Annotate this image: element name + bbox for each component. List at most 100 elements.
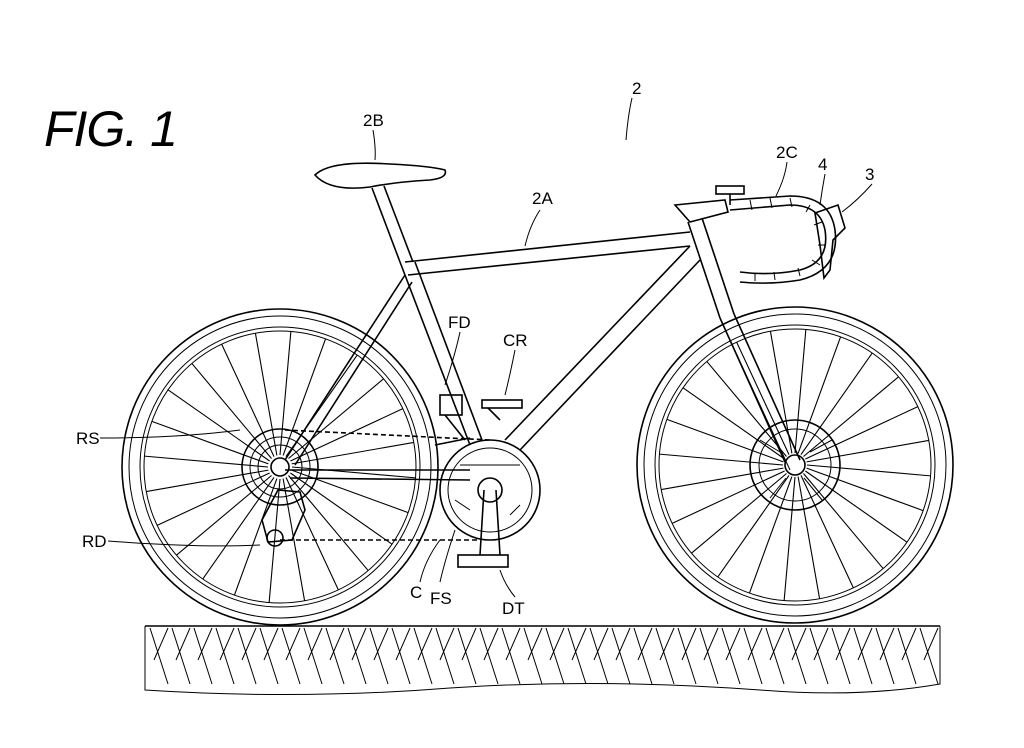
wheel-spoke <box>801 353 872 455</box>
ground-hatch <box>436 628 454 684</box>
label-crank: CR <box>503 331 528 350</box>
wheel-spoke <box>667 419 784 461</box>
ground-hatch <box>920 628 938 684</box>
wheel-spoke <box>292 467 416 478</box>
wheel-spoke <box>795 329 806 453</box>
label-rear-sprockets: RS <box>76 429 100 448</box>
wheel-spoke <box>290 473 392 544</box>
ground-hatch <box>304 628 322 684</box>
wheel-spoke <box>290 409 402 461</box>
handlebar <box>730 196 845 283</box>
label-front-sprockets: FS <box>430 589 452 608</box>
label-saddle: 2B <box>363 111 384 130</box>
ground-hatch <box>524 628 542 684</box>
wheel-spoke <box>146 470 268 491</box>
wheel-spoke <box>280 331 291 455</box>
wheel-spoke <box>798 477 819 599</box>
label-front-derailleur: FD <box>448 313 471 332</box>
wheel-spoke <box>292 442 414 463</box>
wheel-spoke <box>203 477 274 579</box>
ground-hatch <box>502 628 520 684</box>
wheel-spoke <box>798 337 840 454</box>
ground-hatch <box>678 628 696 684</box>
wheel-spoke <box>803 473 883 568</box>
ground-hatch <box>656 628 674 684</box>
rear-sprockets <box>242 429 318 505</box>
ground-hatch <box>788 628 806 684</box>
ground-hatch <box>766 628 784 684</box>
wheel-spoke <box>168 390 270 461</box>
label-handlebar: 2C <box>776 143 798 162</box>
crank <box>458 400 522 567</box>
ground-hatch <box>898 628 916 684</box>
ground-hatch <box>458 628 476 684</box>
wheel-spoke <box>286 477 338 589</box>
wheel-spoke <box>803 377 898 457</box>
wheel-spoke <box>801 475 853 587</box>
wheel-spoke <box>222 344 274 456</box>
ground-hatch <box>480 628 498 684</box>
ground-hatch <box>546 628 564 684</box>
wheel-spoke <box>255 333 276 455</box>
wheel-spoke <box>749 477 791 594</box>
rear-wheel <box>122 309 438 625</box>
ground-hatch <box>854 628 872 684</box>
rear-derailleur <box>262 490 305 546</box>
ground-hatch <box>194 628 212 684</box>
ground-hatch <box>612 628 630 684</box>
ground-hatch <box>392 628 410 684</box>
wheel-spoke <box>718 475 789 577</box>
label-rear-derailleur: RD <box>82 532 107 551</box>
wheel-spoke <box>807 465 931 476</box>
ground-hatch <box>260 628 278 684</box>
label-operating-device: 3 <box>865 165 874 184</box>
ground-hatch <box>810 628 828 684</box>
wheel-spoke <box>672 471 784 523</box>
ground-hatch <box>876 628 894 684</box>
label-drive-train: DT <box>502 599 525 618</box>
wheel-spoke <box>784 477 795 601</box>
wheel-spoke <box>661 468 783 489</box>
wheel-spoke <box>157 473 269 525</box>
figure-title: FIG. 1 <box>44 101 177 157</box>
ground-hatch <box>326 628 344 684</box>
ground-hatch <box>414 628 432 684</box>
ground-hatch <box>722 628 740 684</box>
ground-hatch <box>238 628 256 684</box>
wheel-spoke <box>737 342 789 454</box>
label-bicycle: 2 <box>632 79 641 98</box>
front-wheel <box>637 307 953 623</box>
wheel-spoke <box>805 471 907 542</box>
wheel-spoke <box>683 388 785 459</box>
ground-hatch <box>568 628 586 684</box>
ground-hatch <box>216 628 234 684</box>
wheel-spoke <box>805 407 917 459</box>
ground <box>145 626 940 695</box>
ground-hatch <box>700 628 718 684</box>
wheel-spoke <box>807 468 924 510</box>
ground-hatch <box>370 628 388 684</box>
wheel-spoke <box>691 473 786 553</box>
wheel-spoke <box>288 379 383 459</box>
ground-hatch <box>832 628 850 684</box>
wheel-spoke <box>659 454 783 465</box>
label-brake-lever: 4 <box>818 155 827 174</box>
front-sprockets <box>440 440 540 540</box>
ground-hatch <box>590 628 608 684</box>
disc-rotor <box>750 420 840 510</box>
ground-hatch <box>172 628 190 684</box>
ground-hatch <box>744 628 762 684</box>
wheel-spoke <box>288 475 368 570</box>
label-frame: 2A <box>532 189 553 208</box>
label-chain: C <box>410 583 422 602</box>
wheel-spoke <box>176 475 271 555</box>
ground-hatch <box>348 628 366 684</box>
saddle <box>315 163 445 188</box>
wheel-spoke <box>192 363 272 458</box>
wheel-spoke <box>144 456 268 467</box>
ground-hatch <box>282 628 300 684</box>
ground-hatch <box>634 628 652 684</box>
ground-hatch <box>150 628 168 684</box>
